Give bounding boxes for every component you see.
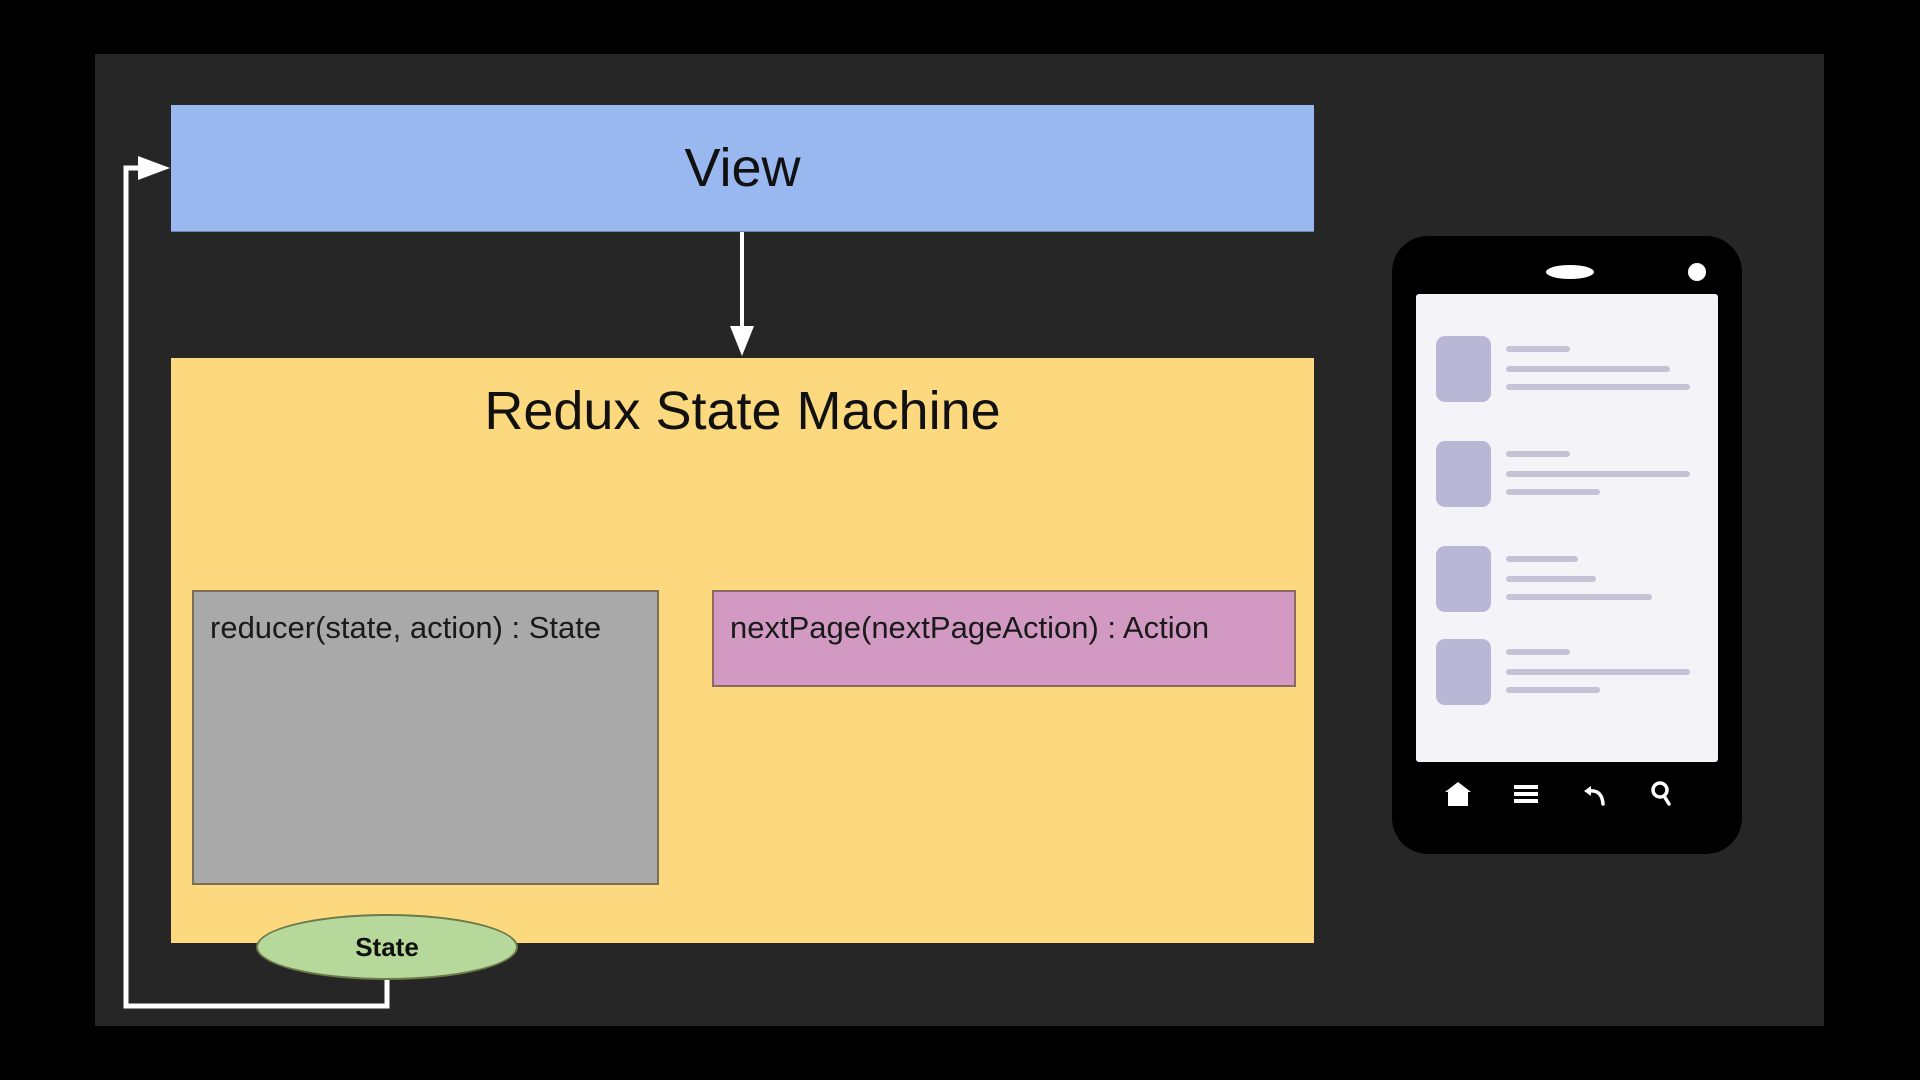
- state-node-label: State: [355, 931, 419, 962]
- phone-screen: [1416, 294, 1718, 762]
- list-item-title-line: [1506, 451, 1570, 457]
- list-item-text-line: [1506, 366, 1670, 372]
- list-item-text-line: [1506, 687, 1600, 693]
- state-to-view-arrowhead: [138, 156, 170, 180]
- list-item[interactable]: [1436, 639, 1704, 739]
- phone-home-button[interactable]: [1438, 774, 1478, 814]
- list-item-thumbnail: [1436, 441, 1491, 507]
- reducer-label: reducer(state, action) : State: [210, 610, 602, 645]
- action-box: nextPage(nextPageAction) : Action: [712, 590, 1296, 687]
- phone-back-button[interactable]: [1575, 774, 1615, 814]
- search-icon: [1651, 781, 1671, 806]
- home-icon: [1445, 782, 1471, 806]
- reducer-box: reducer(state, action) : State: [192, 590, 659, 885]
- list-item-text-line: [1506, 594, 1652, 600]
- phone-earpiece: [1546, 265, 1594, 279]
- list-item-thumbnail: [1436, 546, 1491, 612]
- list-item-text-line: [1506, 576, 1596, 582]
- view-to-state-machine-arrowhead: [730, 326, 754, 356]
- list-item-text-line: [1506, 384, 1690, 390]
- list-item-text-line: [1506, 489, 1600, 495]
- list-item[interactable]: [1436, 441, 1704, 541]
- list-item[interactable]: [1436, 546, 1704, 646]
- list-item-title-line: [1506, 649, 1570, 655]
- phone-list: [1416, 294, 1718, 762]
- list-item-title-line: [1506, 556, 1578, 562]
- redux-state-machine-title: Redux State Machine: [484, 381, 1001, 441]
- list-item-text-line: [1506, 471, 1690, 477]
- phone-camera: [1688, 263, 1706, 281]
- list-item[interactable]: [1436, 336, 1704, 436]
- state-to-view-loop-line: [123, 165, 390, 1009]
- action-label: nextPage(nextPageAction) : Action: [730, 610, 1210, 645]
- list-item-thumbnail: [1436, 639, 1491, 705]
- list-item-thumbnail: [1436, 336, 1491, 402]
- state-node: State: [256, 914, 518, 980]
- phone-mockup: [1392, 236, 1742, 854]
- phone-menu-button[interactable]: [1506, 774, 1546, 814]
- list-item-text-line: [1506, 669, 1690, 675]
- view-label: View: [684, 138, 801, 198]
- list-item-title-line: [1506, 346, 1570, 352]
- menu-icon: [1514, 785, 1538, 803]
- back-icon: [1584, 786, 1605, 806]
- view-box: View: [171, 105, 1314, 231]
- phone-search-button[interactable]: [1642, 774, 1682, 814]
